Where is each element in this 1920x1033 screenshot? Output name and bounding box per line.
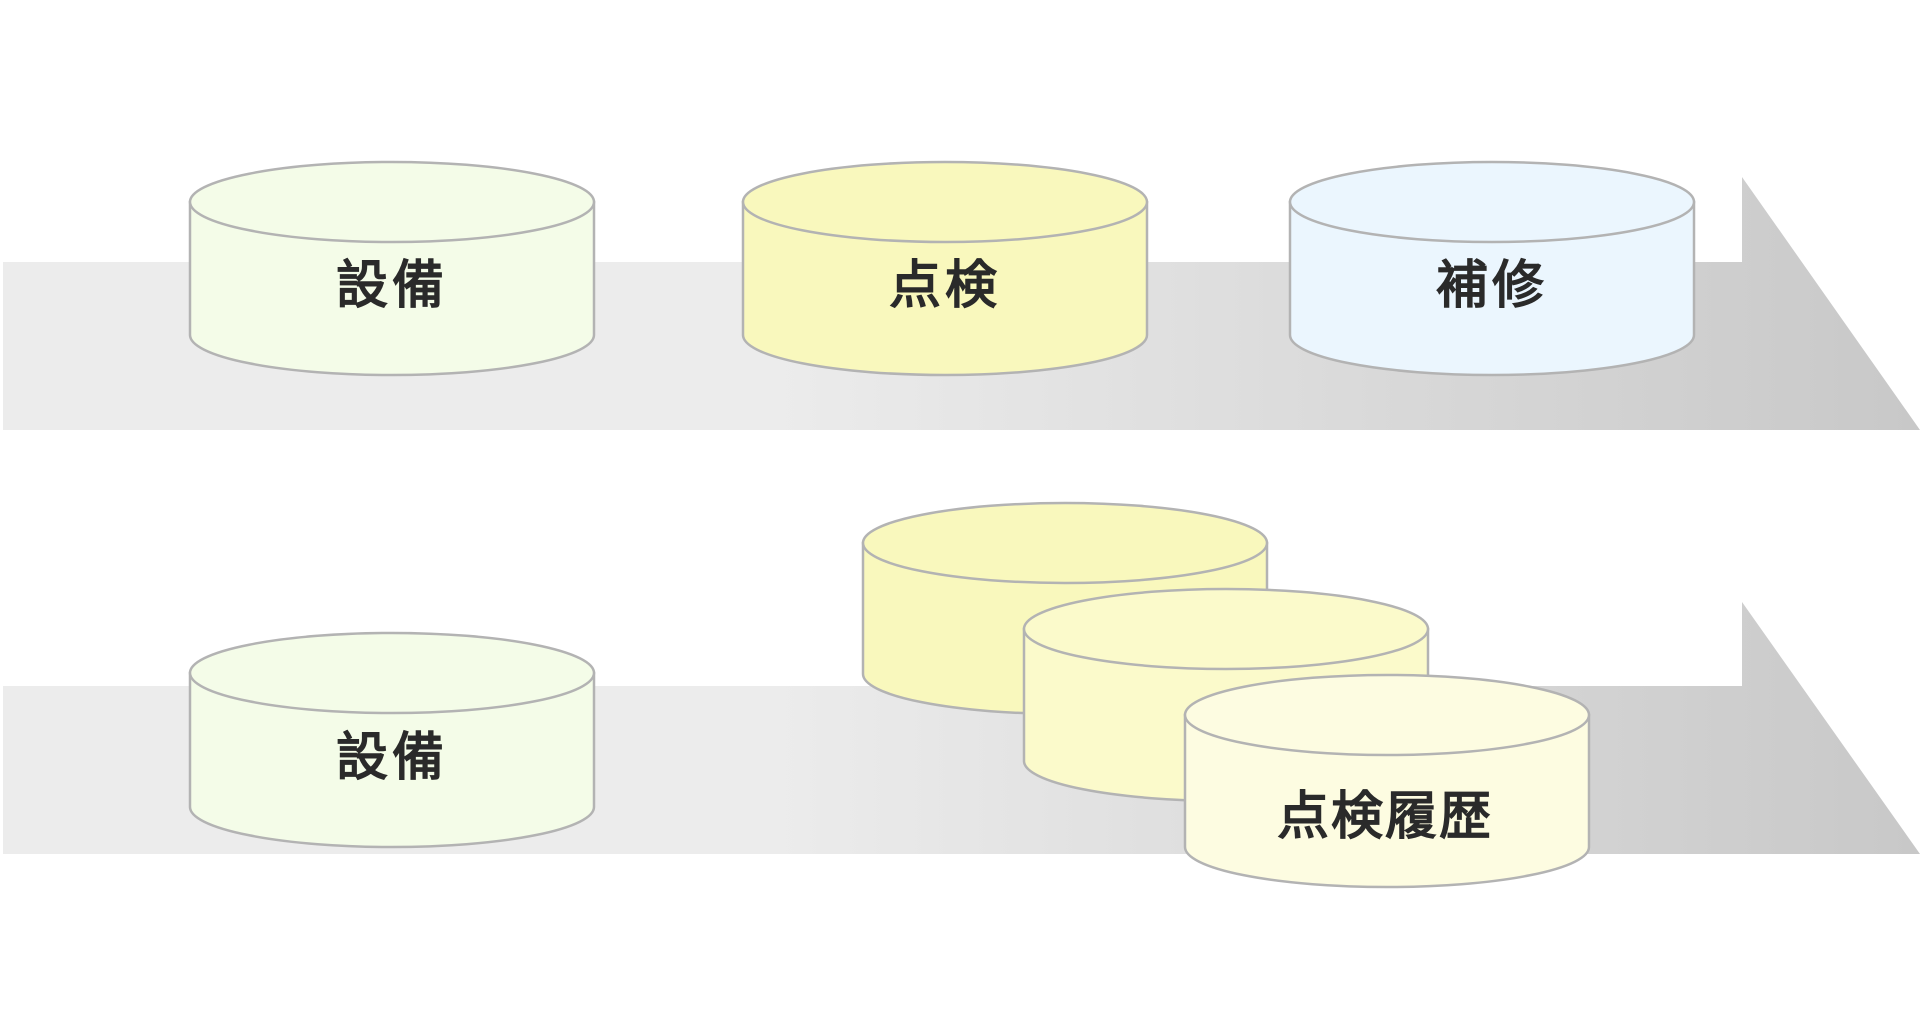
cylinder-stack-front: 点検履歴 bbox=[1183, 673, 1591, 889]
cylinder-label: 設備 bbox=[336, 256, 448, 316]
cylinder-label: 補修 bbox=[1436, 256, 1548, 316]
cylinder-top-2: 点検 bbox=[741, 160, 1149, 377]
cylinder-label: 設備 bbox=[336, 728, 448, 788]
database-cylinder-icon bbox=[1183, 673, 1591, 889]
cylinder-label: 点検 bbox=[889, 256, 1001, 316]
database-cylinder-icon bbox=[188, 160, 596, 377]
database-cylinder-icon bbox=[741, 160, 1149, 377]
cylinder-top-3: 補修 bbox=[1288, 160, 1696, 377]
database-cylinder-icon bbox=[1288, 160, 1696, 377]
cylinder-label: 点検履歴 bbox=[1277, 787, 1493, 847]
cylinder-bottom-1: 設備 bbox=[188, 631, 596, 849]
database-cylinder-icon bbox=[188, 631, 596, 849]
cylinder-top-1: 設備 bbox=[188, 160, 596, 377]
